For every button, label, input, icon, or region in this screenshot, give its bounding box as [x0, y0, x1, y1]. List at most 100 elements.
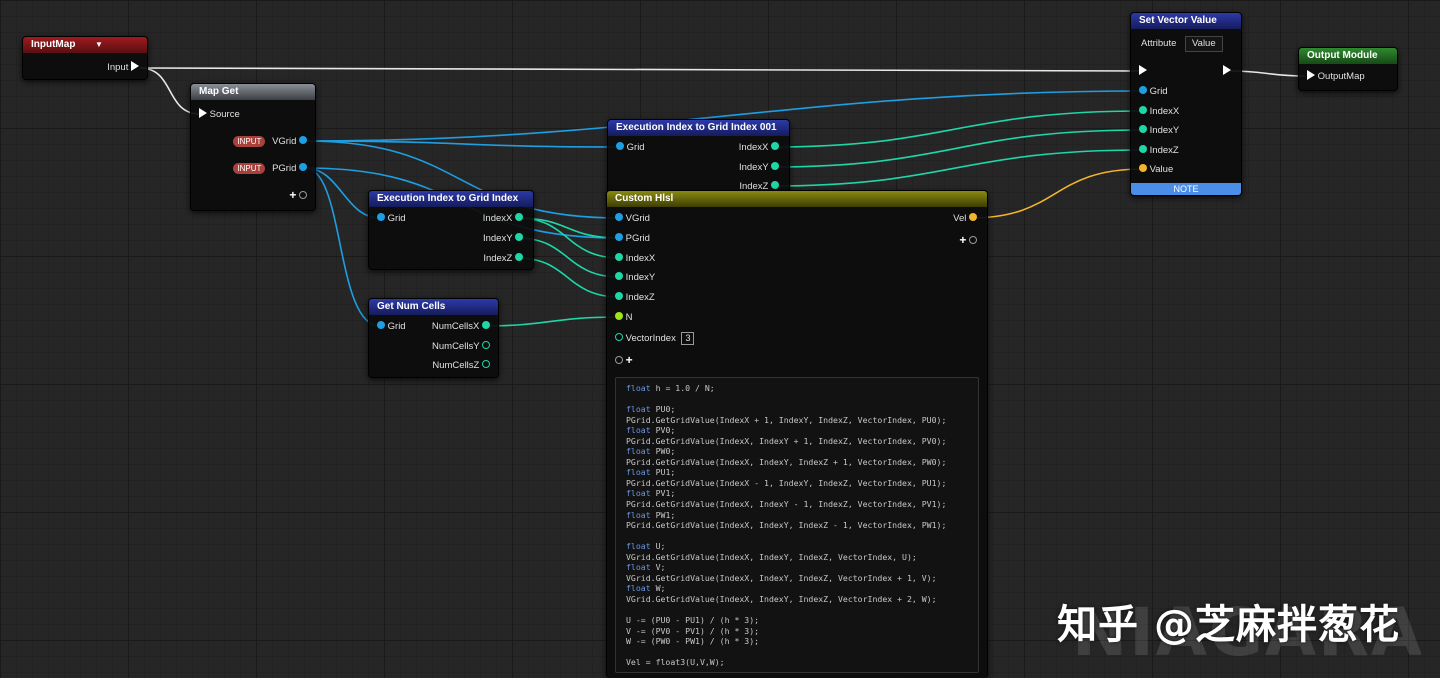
code-line: PGrid.GetGridValue(IndexX, IndexY, Index…: [626, 456, 947, 467]
int-pin-empty-icon[interactable]: [615, 333, 623, 342]
custom-hlsl-node[interactable]: Custom Hlsl VGrid PGrid IndexX IndexY In…: [606, 190, 988, 678]
hlsl-index-z-pin[interactable]: IndexZ: [615, 291, 655, 305]
int-pin-empty-icon[interactable]: [482, 360, 490, 369]
grid-pin-icon[interactable]: [1139, 86, 1147, 95]
attribute-field[interactable]: Value: [1185, 36, 1223, 52]
exec-index-001-z-pin[interactable]: IndexZ: [739, 180, 779, 194]
int-pin-icon[interactable]: [771, 142, 779, 151]
hlsl-vel-pin[interactable]: Vel: [953, 212, 977, 226]
hlsl-add-input-pin[interactable]: +: [615, 353, 633, 367]
empty-pin-icon[interactable]: [615, 356, 623, 365]
set-vector-value-node[interactable]: Set Vector Value Attribute Value Grid In…: [1130, 12, 1242, 196]
int-pin-icon[interactable]: [1139, 145, 1147, 154]
int-pin-icon[interactable]: [615, 292, 623, 301]
hlsl-pgrid-pin[interactable]: PGrid: [615, 232, 650, 246]
exec-in-icon[interactable]: [199, 108, 207, 119]
grid-pin-icon[interactable]: [377, 321, 385, 330]
map-get-add-pin[interactable]: +: [289, 188, 307, 202]
plus-icon[interactable]: +: [289, 188, 297, 202]
plus-icon[interactable]: +: [959, 233, 967, 247]
input-badge: INPUT: [233, 135, 266, 147]
hlsl-index-x-pin[interactable]: IndexX: [615, 252, 655, 266]
map-get-pgrid-pin[interactable]: INPUT PGrid: [233, 162, 307, 176]
empty-pin-icon[interactable]: [299, 191, 307, 200]
get-num-cells-grid-pin[interactable]: Grid: [377, 320, 406, 334]
grid-pin-icon[interactable]: [299, 163, 307, 172]
exec-index-x-pin[interactable]: IndexX: [483, 212, 523, 226]
exec-out-icon[interactable]: [1223, 65, 1231, 76]
exec-index-001-x-pin[interactable]: IndexX: [739, 141, 779, 155]
exec-index-grid-pin[interactable]: Grid: [377, 212, 406, 226]
exec-in-icon[interactable]: [1139, 65, 1147, 76]
code-line: Vel = float3(U,V,W);: [626, 657, 725, 668]
code-line: float PV0;: [626, 425, 676, 436]
input-map-output-pin[interactable]: Input: [107, 61, 139, 75]
exec-out-icon[interactable]: [131, 61, 139, 72]
set-exec-in-pin[interactable]: [1139, 65, 1147, 79]
hlsl-index-y-pin[interactable]: IndexY: [615, 271, 655, 285]
int-pin-icon[interactable]: [482, 321, 490, 330]
custom-hlsl-title: Custom Hlsl: [607, 191, 987, 207]
code-line: float U;: [626, 541, 666, 552]
plus-icon[interactable]: +: [625, 353, 633, 367]
int-pin-icon[interactable]: [615, 272, 623, 281]
vector-pin-icon[interactable]: [1139, 164, 1147, 173]
dropdown-arrow-icon[interactable]: ▼: [95, 40, 103, 49]
hlsl-add-output-pin[interactable]: +: [959, 233, 977, 247]
code-line: float PU1;: [626, 467, 676, 478]
get-num-cells-y-pin[interactable]: NumCellsY: [432, 340, 490, 354]
exec-index-001-grid-pin[interactable]: Grid: [616, 141, 645, 155]
empty-pin-icon[interactable]: [969, 236, 977, 245]
grid-pin-icon[interactable]: [616, 142, 624, 151]
grid-pin-icon[interactable]: [377, 213, 385, 222]
exec-in-icon[interactable]: [1307, 70, 1315, 81]
exec-index-001-title: Execution Index to Grid Index 001: [608, 120, 789, 136]
map-get-title: Map Get: [191, 84, 315, 100]
int-pin-icon[interactable]: [515, 253, 523, 262]
code-line: PGrid.GetGridValue(IndexX - 1, IndexY, I…: [626, 477, 947, 488]
code-line: VGrid.GetGridValue(IndexX, IndexY, Index…: [626, 572, 937, 583]
exec-index-z-pin[interactable]: IndexZ: [483, 252, 523, 266]
map-get-vgrid-pin[interactable]: INPUT VGrid: [233, 135, 307, 149]
set-index-x-pin[interactable]: IndexX: [1139, 105, 1179, 119]
int-pin-icon[interactable]: [771, 162, 779, 171]
grid-pin-icon[interactable]: [615, 213, 623, 222]
grid-pin-icon[interactable]: [299, 136, 307, 145]
input-map-node[interactable]: InputMap ▼ Input: [22, 36, 148, 80]
int-pin-empty-icon[interactable]: [482, 341, 490, 350]
exec-index-001-node[interactable]: Execution Index to Grid Index 001 Grid I…: [607, 119, 790, 201]
vector-index-field[interactable]: 3: [681, 332, 695, 345]
map-get-source-pin[interactable]: Source: [199, 108, 240, 122]
int-pin-icon[interactable]: [1139, 106, 1147, 115]
output-map-pin[interactable]: OutputMap: [1307, 70, 1365, 84]
int-pin-icon[interactable]: [515, 233, 523, 242]
set-index-z-pin[interactable]: IndexZ: [1139, 144, 1179, 158]
hlsl-n-pin[interactable]: N: [615, 311, 633, 325]
code-line: float h = 1.0 / N;: [626, 383, 715, 393]
int-pin-icon[interactable]: [615, 253, 623, 262]
set-value-pin[interactable]: Value: [1139, 163, 1173, 177]
hlsl-code-editor[interactable]: float h = 1.0 / N; float PU0;PGrid.GetGr…: [615, 377, 979, 673]
int-pin-icon[interactable]: [515, 213, 523, 222]
output-module-node[interactable]: Output Module OutputMap: [1298, 47, 1398, 91]
int-pin-icon[interactable]: [1139, 125, 1147, 134]
vector-pin-icon[interactable]: [969, 213, 977, 222]
exec-index-node[interactable]: Execution Index to Grid Index Grid Index…: [368, 190, 534, 270]
note-bar[interactable]: NOTE: [1131, 183, 1241, 195]
code-line: V -= (PV0 - PV1) / (h * 3);: [626, 625, 760, 636]
set-grid-pin[interactable]: Grid: [1139, 85, 1168, 99]
get-num-cells-node[interactable]: Get Num Cells Grid NumCellsX NumCellsY N…: [368, 298, 499, 378]
hlsl-vgrid-pin[interactable]: VGrid: [615, 212, 650, 226]
grid-pin-icon[interactable]: [615, 233, 623, 242]
get-num-cells-z-pin[interactable]: NumCellsZ: [432, 359, 490, 373]
exec-index-001-y-pin[interactable]: IndexY: [739, 161, 779, 175]
hlsl-vector-index-pin[interactable]: VectorIndex 3: [615, 332, 695, 346]
int-pin-icon[interactable]: [771, 181, 779, 190]
set-exec-out-pin[interactable]: [1223, 65, 1231, 79]
map-get-node[interactable]: Map Get Source INPUT VGrid INPUT PGrid +: [190, 83, 316, 211]
get-num-cells-x-pin[interactable]: NumCellsX: [432, 320, 490, 334]
exec-index-y-pin[interactable]: IndexY: [483, 232, 523, 246]
set-index-y-pin[interactable]: IndexY: [1139, 124, 1179, 138]
float-pin-icon[interactable]: [615, 312, 623, 321]
output-module-title: Output Module: [1299, 48, 1397, 64]
